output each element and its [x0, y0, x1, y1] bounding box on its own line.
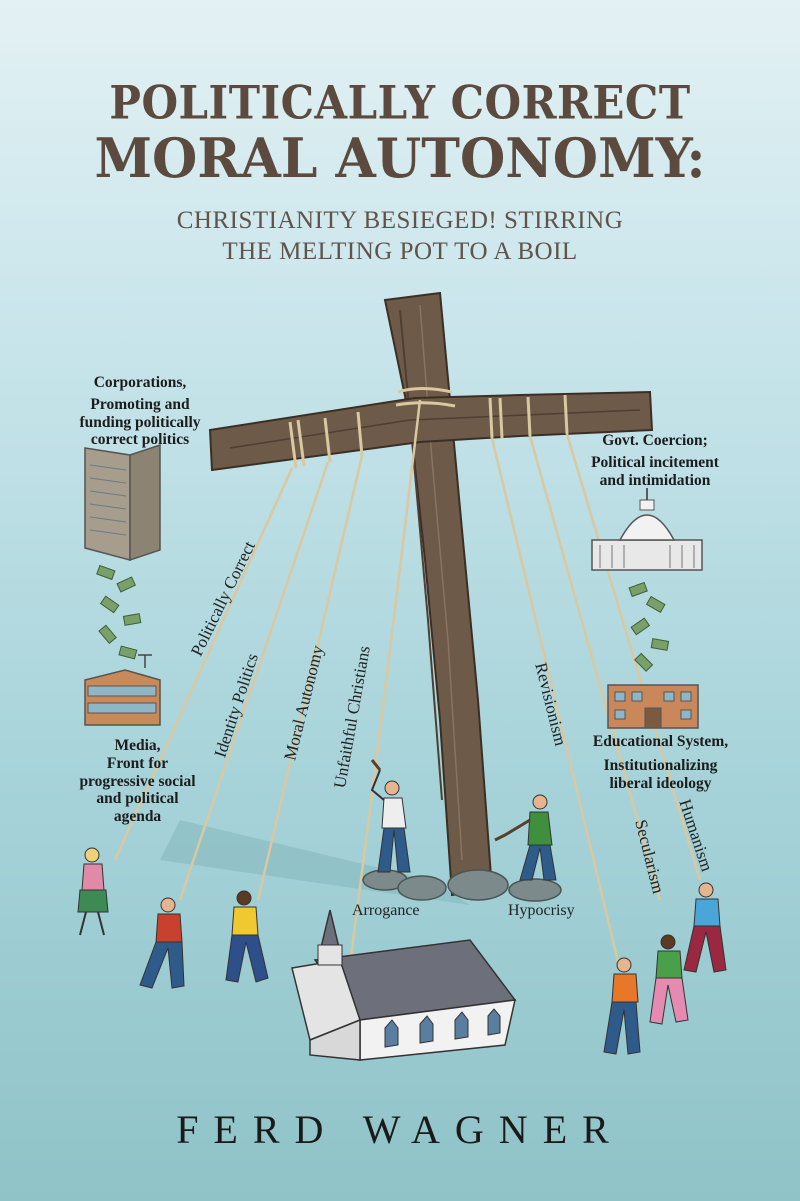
corporation-building-icon	[84, 443, 161, 562]
media-label: Media, Front for progressive social and …	[55, 737, 220, 826]
rocks-at-base	[362, 869, 562, 902]
govt-coercion-label: Govt. Coercion; Political incitement and…	[565, 432, 745, 489]
media-label-line: and political	[96, 790, 179, 808]
education-label-line: Institutionalizing	[603, 756, 718, 774]
media-label-line: progressive social	[79, 772, 196, 790]
puller-woman-pink-figure	[77, 847, 109, 936]
puller-woman-yellow-figure	[225, 890, 269, 983]
shovel-man-figure	[494, 794, 557, 881]
puller-man-red-figure	[139, 897, 185, 989]
puller-man-orange-figure	[603, 957, 641, 1055]
corporations-label-line: correct politics	[90, 431, 190, 449]
education-label-line: liberal ideology	[609, 774, 712, 792]
corporations-label: Corporations, Promoting and funding poli…	[55, 374, 225, 449]
pulling-ropes	[113, 399, 702, 1041]
money-stream-left-icon	[96, 564, 142, 660]
school-building-icon	[607, 684, 699, 729]
rope-bindings	[288, 387, 569, 469]
puller-man-blue-figure	[683, 882, 727, 973]
corporations-label-line: Promoting and	[90, 395, 190, 413]
media-label-line: Media,	[114, 737, 161, 754]
title-line-2: MORAL AUTONOMY:	[94, 126, 706, 191]
media-building-icon	[84, 654, 161, 726]
media-label-line: agenda	[113, 808, 162, 826]
title-line-1: POLITICALLY CORRECT	[109, 75, 691, 130]
govt-label-line: Govt. Coercion;	[602, 432, 708, 449]
church-icon	[291, 909, 517, 1061]
education-label-line: Educational System,	[592, 733, 729, 750]
media-label-line: Front for	[106, 754, 169, 772]
arrogance-label: Arrogance	[352, 902, 420, 919]
corporations-label-line: Corporations,	[93, 374, 187, 391]
educational-system-label: Educational System, Institutionalizing l…	[568, 733, 753, 792]
money-stream-right-icon	[628, 581, 670, 672]
subtitle-line-1: CHRISTIANITY BESIEGED! STIRRING	[176, 207, 624, 234]
subtitle-line-2: THE MELTING POT TO A BOIL	[222, 238, 578, 265]
capitol-building-icon	[591, 488, 703, 571]
author-name: FERD WAGNER	[176, 1107, 624, 1152]
wooden-cross	[208, 291, 654, 897]
axe-man-figure	[370, 759, 411, 873]
govt-label-line: Political incitement	[591, 453, 719, 471]
puller-woman-green-figure	[649, 934, 689, 1025]
hypocrisy-label: Hypocrisy	[508, 902, 575, 919]
govt-label-line: and intimidation	[599, 471, 711, 489]
corporations-label-line: funding politically	[79, 413, 201, 431]
